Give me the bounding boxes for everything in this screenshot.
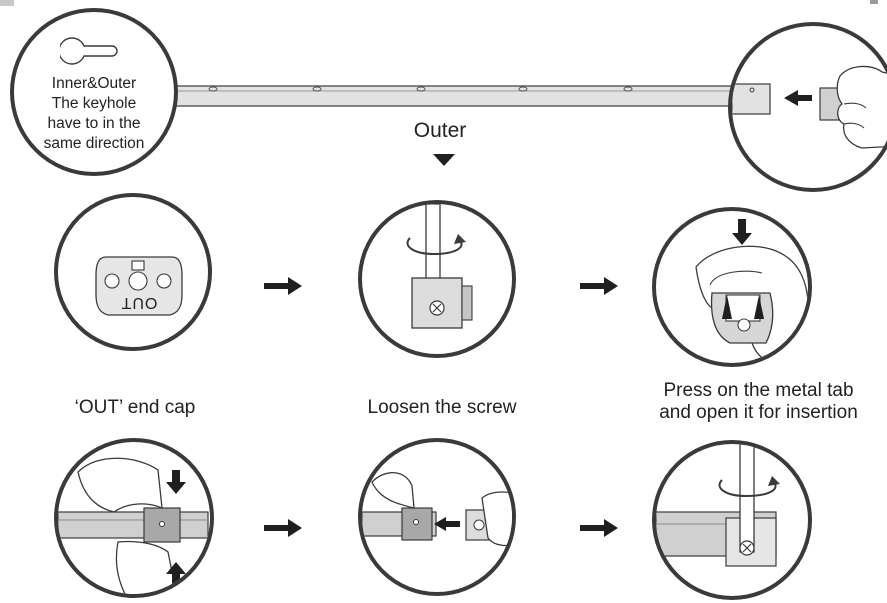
squeeze-rail-circle — [54, 438, 214, 598]
squeeze-rail-illustration — [58, 457, 209, 594]
arrow-up-icon — [166, 562, 186, 586]
keyhole-detail-circle: Inner&Outer The keyhole have to in the s… — [10, 8, 178, 176]
press-tab-circle — [652, 207, 812, 367]
tighten-screw-illustration — [656, 444, 780, 567]
down-triangle-icon — [433, 154, 455, 166]
rail-keyhole — [518, 86, 528, 92]
arrow-up-icon — [722, 295, 732, 319]
rotate-arrow-icon — [768, 476, 780, 486]
press-tab-caption-line: Press on the metal tab — [663, 380, 854, 401]
arrow-right-icon — [264, 519, 302, 537]
insert-cap-circle — [358, 438, 516, 596]
end-cap-circle: OUT — [54, 193, 212, 351]
keyhole-note-line: have to in the — [47, 115, 141, 132]
cap-out-text: OUT — [120, 294, 158, 311]
rail-keyhole — [416, 86, 426, 92]
keyhole-note-line: Inner&Outer — [51, 75, 137, 92]
loosen-screw-illustration — [406, 204, 473, 329]
rail-keyhole — [312, 86, 322, 92]
end-cap-caption: ‘OUT’ end cap — [74, 397, 196, 418]
press-tab-illustration — [695, 219, 808, 362]
outer-label: Outer — [413, 119, 467, 142]
arrow-down-icon — [166, 470, 186, 494]
loosen-screw-caption: Loosen the screw — [367, 397, 517, 418]
keyhole-note: Inner&Outer The keyhole have to in the s… — [14, 74, 174, 154]
insertion-detail-circle — [728, 22, 887, 192]
insert-end-cap-illustration — [732, 65, 887, 149]
insert-cap-illustration — [362, 472, 512, 547]
arrow-right-icon — [580, 277, 618, 295]
loosen-screw-circle — [358, 200, 516, 358]
press-tab-caption-line: and open it for insertion — [659, 402, 858, 423]
arrow-left-icon — [784, 90, 812, 106]
arrow-down-icon — [732, 219, 752, 245]
arrow-left-icon — [434, 517, 460, 531]
tighten-screw-circle — [652, 440, 812, 600]
cropped-edge-right — [870, 0, 878, 4]
arrow-right-icon — [264, 277, 302, 295]
keyhole-icon — [60, 37, 118, 65]
keyhole-note-line: The keyhole — [51, 95, 137, 112]
rail-keyhole — [623, 86, 633, 92]
cropped-edge — [0, 0, 14, 6]
arrow-up-icon — [754, 295, 764, 319]
rotate-arrow-icon — [454, 234, 466, 244]
press-tab-caption: Press on the metal tab and open it for i… — [630, 380, 887, 424]
arrow-right-icon — [580, 519, 618, 537]
keyhole-note-line: same direction — [43, 135, 145, 152]
curtain-rail — [150, 85, 767, 107]
out-end-cap-illustration — [95, 256, 183, 316]
rail-keyhole — [208, 86, 218, 92]
